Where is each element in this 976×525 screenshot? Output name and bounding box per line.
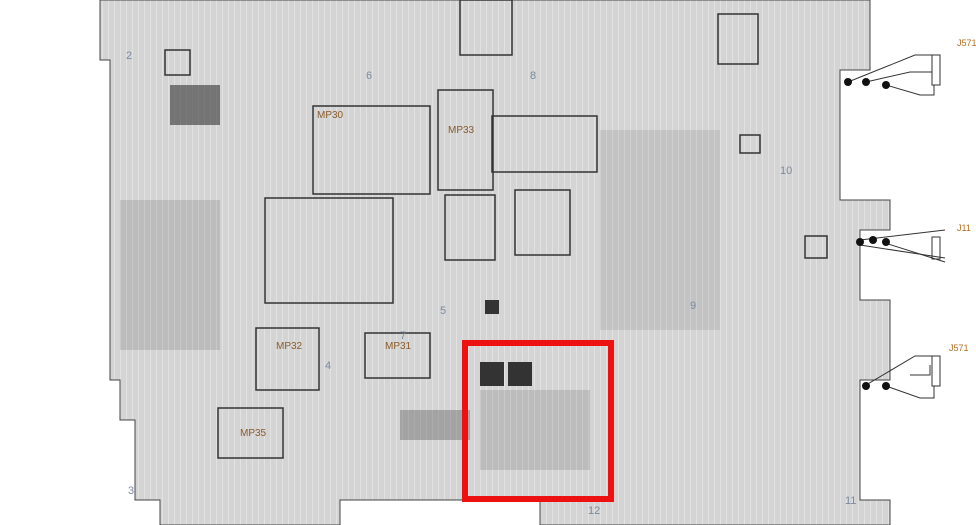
zone-6: 6: [366, 70, 373, 82]
module-label-mp33: MP33: [448, 125, 475, 136]
module-label-mp32: MP32: [276, 341, 303, 352]
zone-12: 12: [588, 505, 601, 517]
connector-label-j11: J11: [957, 223, 971, 233]
zone-2: 2: [126, 50, 133, 62]
smd-components: [120, 85, 720, 470]
connector-label-j571-top: J571: [957, 38, 976, 48]
zone-4: 4: [325, 360, 332, 372]
zone-5: 5: [440, 305, 447, 317]
board-outline: [99, 0, 891, 525]
module-label-mp35: MP35: [240, 428, 267, 439]
module-label-mp30: MP30: [317, 110, 344, 121]
zone-11: 11: [845, 495, 857, 507]
module-label-mp31: MP31: [385, 341, 412, 352]
highlight-box: [462, 340, 614, 502]
zone-9: 9: [690, 300, 697, 312]
connector-label-j571-bottom: J571: [949, 343, 969, 353]
connector-pins: [844, 78, 890, 390]
ic-blocks: [164, 0, 828, 459]
zone-7: 7: [400, 330, 407, 342]
zone-8: 8: [530, 70, 537, 82]
zone-10: 10: [780, 165, 793, 177]
zone-3: 3: [128, 485, 135, 497]
